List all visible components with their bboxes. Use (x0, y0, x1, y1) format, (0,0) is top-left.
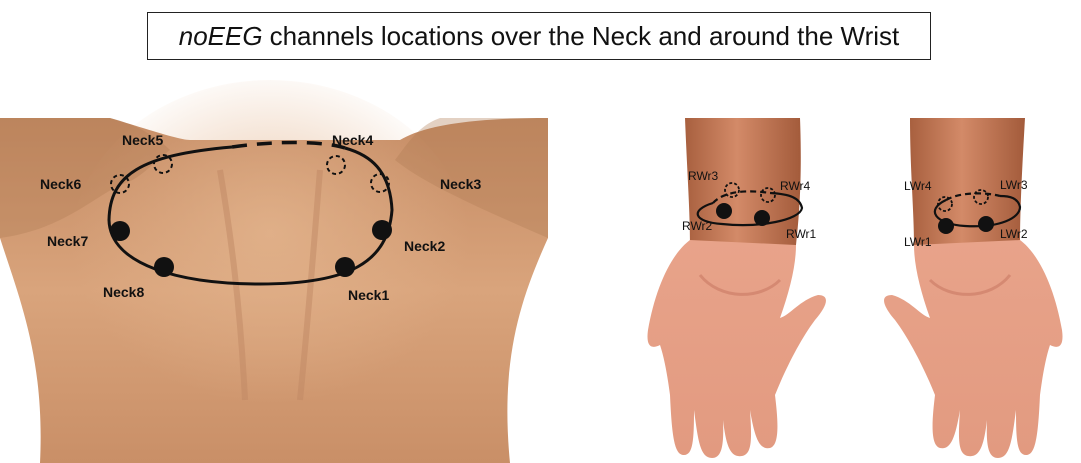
marker-lwr1 (938, 218, 954, 234)
label-rwr2: RWr2 (682, 219, 713, 233)
label-rwr4: RWr4 (780, 179, 811, 193)
marker-neck8 (154, 257, 174, 277)
marker-rwr2 (716, 203, 732, 219)
label-neck5: Neck5 (122, 132, 163, 148)
neck-image (0, 80, 548, 463)
marker-lwr2 (978, 216, 994, 232)
left-hand-image (884, 118, 1062, 458)
label-lwr4: LWr4 (904, 179, 932, 193)
label-neck7: Neck7 (47, 233, 88, 249)
marker-neck2 (372, 220, 392, 240)
right-hand-image (648, 118, 826, 458)
label-neck1: Neck1 (348, 287, 389, 303)
label-neck4: Neck4 (332, 132, 373, 148)
marker-neck1 (335, 257, 355, 277)
label-lwr1: LWr1 (904, 235, 932, 249)
marker-neck7 (110, 221, 130, 241)
label-neck3: Neck3 (440, 176, 481, 192)
label-lwr2: LWr2 (1000, 227, 1028, 241)
label-lwr3: LWr3 (1000, 178, 1028, 192)
label-neck6: Neck6 (40, 176, 81, 192)
label-neck8: Neck8 (103, 284, 144, 300)
label-rwr3: RWr3 (688, 169, 719, 183)
marker-rwr1 (754, 210, 770, 226)
label-neck2: Neck2 (404, 238, 445, 254)
label-rwr1: RWr1 (786, 227, 817, 241)
